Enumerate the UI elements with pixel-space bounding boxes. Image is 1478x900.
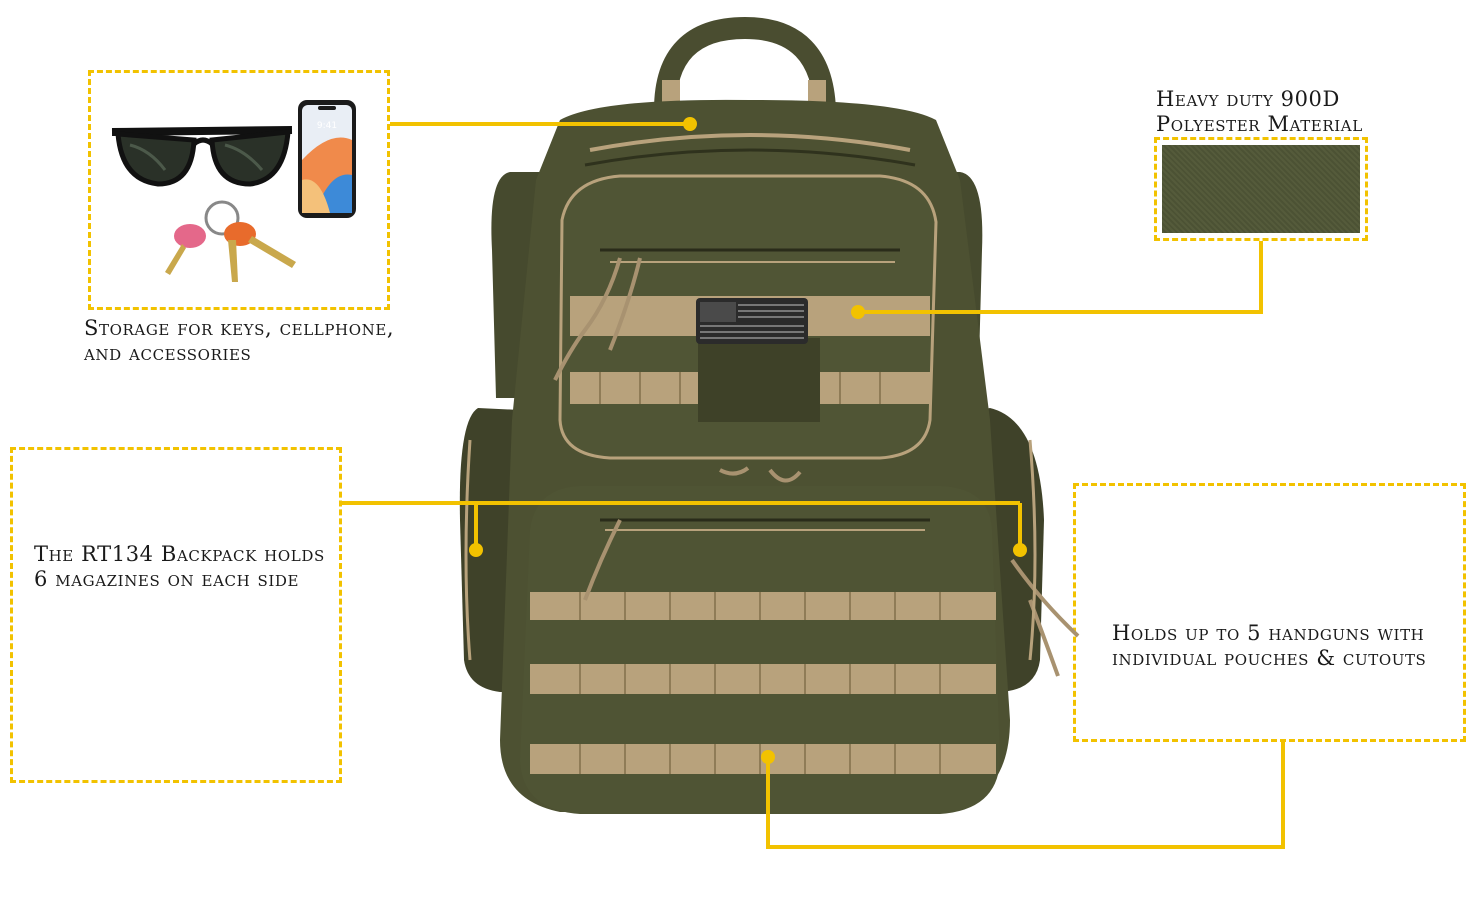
sunglasses-icon: [111, 126, 293, 187]
material-connector: [858, 241, 1263, 314]
magazine-left-dot: [469, 543, 483, 557]
fabric-swatch: [1162, 145, 1360, 233]
material-label-line1: Heavy duty 900D: [1156, 87, 1340, 111]
handguns-label-line2: individual pouches & cutouts: [1112, 646, 1427, 670]
material-dot: [851, 305, 865, 319]
material-label: Heavy duty 900D Polyester Material: [1156, 87, 1456, 137]
keys-icon: [165, 200, 296, 282]
magazines-label-line2: 6 magazines on each side: [34, 567, 300, 591]
material-label-line2: Polyester Material: [1156, 112, 1363, 136]
phone-icon: 9:41: [298, 100, 356, 218]
lower-front-pocket: [520, 486, 1000, 814]
material-swatch-box: [1154, 137, 1368, 241]
storage-dot: [683, 117, 697, 131]
storage-label-line1: Storage for keys, cellphone,: [84, 316, 395, 340]
handguns-label-line1: Holds up to 5 handguns with: [1112, 621, 1425, 645]
storage-label-line2: and accessories: [84, 341, 252, 365]
handguns-connector: [766, 742, 1285, 849]
handguns-callout-box: [1073, 483, 1466, 742]
flag-patch-icon: [696, 298, 808, 344]
backpack-handle: [654, 16, 836, 111]
magazines-label-line1: The RT134 Backpack holds: [34, 542, 325, 566]
magazine-right-dot: [1013, 543, 1027, 557]
storage-label: Storage for keys, cellphone, and accesso…: [84, 316, 424, 366]
handguns-dot: [761, 750, 775, 764]
magazines-callout-box: [10, 447, 342, 783]
storage-callout-box: [88, 70, 390, 310]
handguns-label: Holds up to 5 handguns with individual p…: [1112, 621, 1462, 671]
magazines-label: The RT134 Backpack holds 6 magazines on …: [34, 542, 334, 592]
phone-clock: 9:41: [317, 121, 337, 131]
